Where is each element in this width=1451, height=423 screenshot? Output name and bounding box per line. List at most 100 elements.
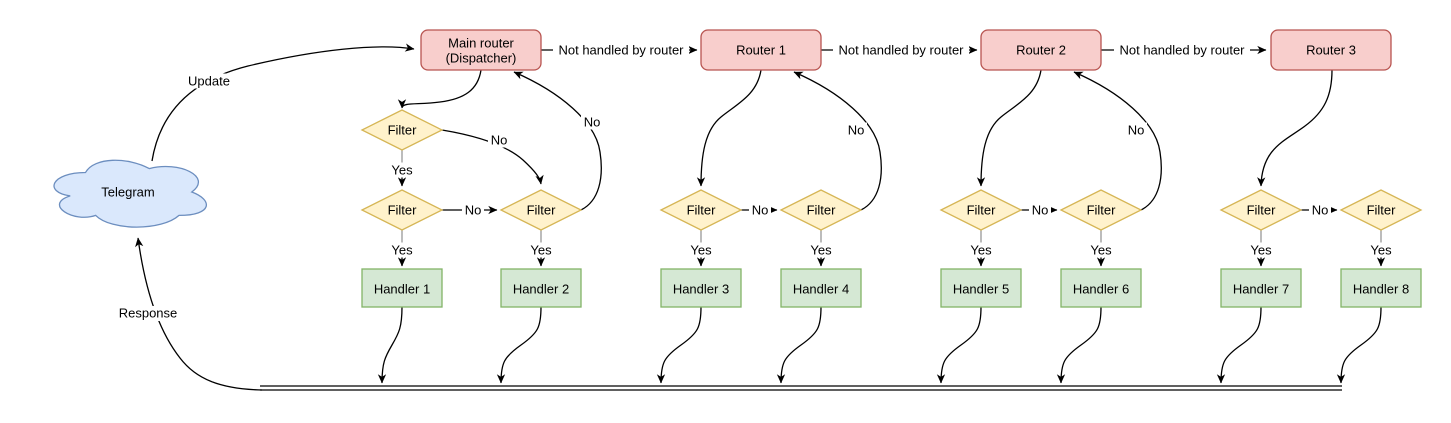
svg-text:Yes: Yes [1370,243,1392,258]
label-update: Update [183,73,235,89]
main-router-label-line1: Main router [448,36,514,51]
label-no-main-pair: No [462,202,484,218]
node-filter-r3-2: Filter [1339,189,1423,231]
label-yes-3: Yes [688,242,714,258]
edge-handler2-out [496,306,542,384]
svg-text:Filter: Filter [1087,203,1117,218]
node-filter-r1-2: Filter [779,189,863,231]
edge-handler8-out [1336,306,1382,384]
node-main-router: Main router (Dispatcher) [420,29,542,71]
svg-text:Filter: Filter [388,203,418,218]
edge-handler5-out [936,306,982,384]
label-yes-8: Yes [1368,242,1394,258]
svg-text:Handler 1: Handler 1 [374,282,430,297]
svg-text:No: No [752,203,769,218]
edge-filterC-no-return [513,71,602,211]
edge-response [135,237,263,391]
label-yes-7: Yes [1248,242,1274,258]
label-no-return-r1: No [845,122,867,138]
svg-text:Filter: Filter [388,123,418,138]
label-yes-5: Yes [968,242,994,258]
label-response: Response [114,306,182,321]
edge-handler3-out [656,306,702,384]
svg-text:Handler 3: Handler 3 [673,282,729,297]
edge-filterE-no-return [793,71,882,211]
label-not-handled-1: Not handled by router [553,43,689,58]
svg-text:Handler 6: Handler 6 [1073,282,1129,297]
svg-text:Yes: Yes [391,243,413,258]
svg-text:Filter: Filter [967,203,997,218]
svg-text:Yes: Yes [530,243,552,258]
svg-text:Filter: Filter [527,203,557,218]
svg-text:Not handled by router: Not handled by router [1119,43,1245,58]
node-router-2: Router 2 [980,29,1102,71]
node-filter-r2-2: Filter [1059,189,1143,231]
svg-text:Handler 5: Handler 5 [953,282,1009,297]
label-no-r1-pair: No [749,202,771,218]
edge-router1-to-filter [696,69,762,187]
edge-update [151,43,415,162]
edge-filterA-no [441,129,544,185]
node-handler-3: Handler 3 [660,268,742,308]
edge-filterG-no-return [1073,71,1162,211]
svg-text:No: No [848,123,865,138]
svg-text:Not handled by router: Not handled by router [838,43,964,58]
node-filter-main-top: Filter [360,109,444,151]
svg-text:Filter: Filter [807,203,837,218]
cloud-shape [53,159,208,228]
label-no-return-r2: No [1125,122,1147,138]
label-yes-A: Yes [389,162,415,178]
svg-text:Yes: Yes [810,243,832,258]
edge-handler1-out [377,306,403,384]
node-handler-6: Handler 6 [1060,268,1142,308]
router-3-label: Router 3 [1306,43,1356,58]
svg-text:No: No [1128,123,1145,138]
node-filter-r1-1: Filter [659,189,743,231]
label-not-handled-2: Not handled by router [833,43,969,58]
node-filter-main-2: Filter [499,189,583,231]
label-not-handled-3: Not handled by router [1114,43,1250,58]
node-handler-7: Handler 7 [1220,268,1302,308]
edge-router3-to-filter [1257,69,1333,187]
svg-text:Not handled by router: Not handled by router [558,43,684,58]
handlers-response-line [260,385,1342,391]
label-yes-4: Yes [808,242,834,258]
svg-text:Yes: Yes [1250,243,1272,258]
label-yes-1: Yes [389,242,415,258]
node-telegram-cloud: Telegram [53,159,208,228]
edge-router2-to-filter [976,69,1042,187]
label-no-r3-pair: No [1309,202,1331,218]
node-handler-1: Handler 1 [361,268,443,308]
edge-handler7-out [1216,306,1262,384]
svg-text:No: No [584,115,601,130]
svg-text:No: No [465,203,482,218]
svg-text:Filter: Filter [1367,203,1397,218]
edge-handler4-out [776,306,822,384]
edge-main-to-filter [397,69,482,109]
svg-text:Handler 2: Handler 2 [513,282,569,297]
svg-text:Handler 8: Handler 8 [1353,282,1409,297]
svg-text:Filter: Filter [1247,203,1277,218]
node-filter-main-1: Filter [360,189,444,231]
svg-text:Yes: Yes [970,243,992,258]
svg-text:Response: Response [119,306,178,321]
label-yes-6: Yes [1088,242,1114,258]
svg-text:Handler 4: Handler 4 [793,282,849,297]
node-router-1: Router 1 [700,29,822,71]
telegram-label: Telegram [101,185,154,200]
label-yes-2: Yes [528,242,554,258]
svg-text:Yes: Yes [391,163,413,178]
node-handler-5: Handler 5 [940,268,1022,308]
label-no-return-main: No [581,114,603,130]
node-handler-2: Handler 2 [500,268,582,308]
label-no-r2-pair: No [1029,202,1051,218]
svg-text:Handler 7: Handler 7 [1233,282,1289,297]
main-router-label-line2: (Dispatcher) [446,51,517,66]
node-handler-4: Handler 4 [780,268,862,308]
label-no-filterA: No [488,132,510,148]
svg-text:No: No [1032,203,1049,218]
node-filter-r2-1: Filter [939,189,1023,231]
node-router-3: Router 3 [1270,29,1392,71]
